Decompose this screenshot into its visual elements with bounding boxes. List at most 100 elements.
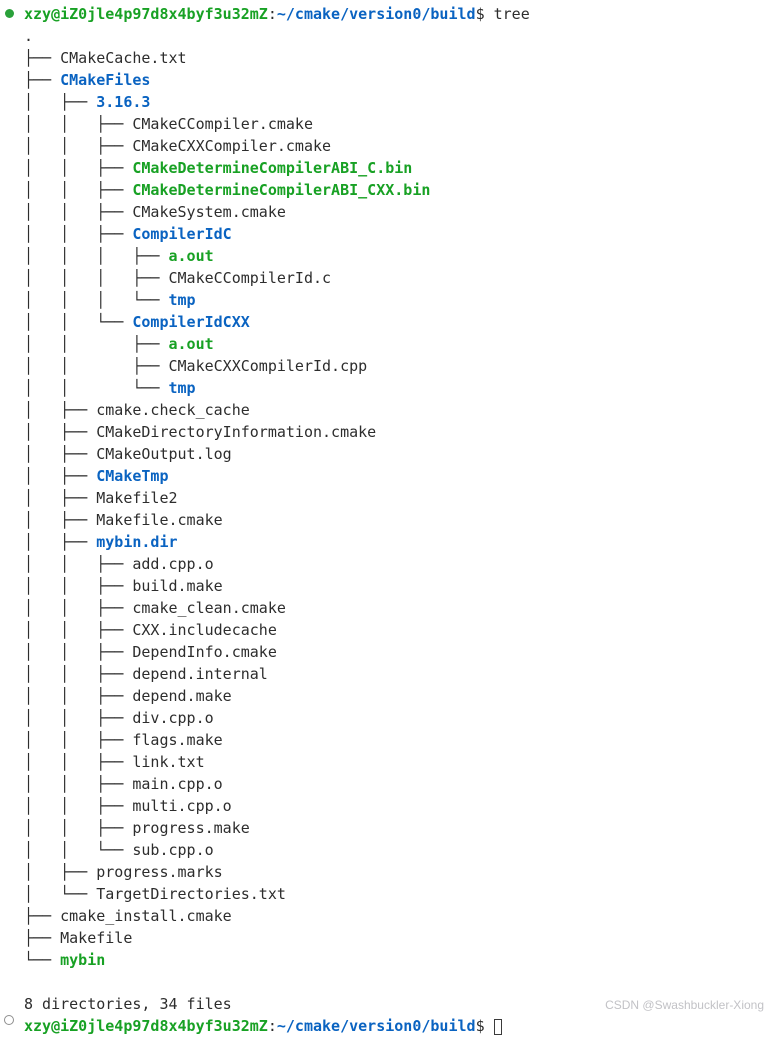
tree-entry: │ ├── progress.marks xyxy=(24,861,772,883)
tree-entry: │ │ ├── CMakeDetermineCompilerABI_CXX.bi… xyxy=(24,179,772,201)
tree-entry: │ ├── CMakeTmp xyxy=(24,465,772,487)
tree-branch-prefix: │ │ ├── xyxy=(24,687,133,705)
executable-name: a.out xyxy=(168,335,214,353)
tree-branch-prefix: │ │ ├── xyxy=(24,203,133,221)
tree-branch-prefix: │ │ │ ├── xyxy=(24,269,169,287)
tree-branch-prefix: │ ├── xyxy=(24,489,97,507)
tree-entry: │ │ │ ├── a.out xyxy=(24,245,772,267)
file-name: CMakeDirectoryInformation.cmake xyxy=(96,423,377,441)
file-name: div.cpp.o xyxy=(132,709,214,727)
tree-entry: │ │ ├── multi.cpp.o xyxy=(24,795,772,817)
tree-entry: │ ├── CMakeOutput.log xyxy=(24,443,772,465)
tree-branch-prefix: │ │ ├── xyxy=(24,819,133,837)
tree-branch-prefix: │ │ ├── xyxy=(24,621,133,639)
file-name: CMakeCXXCompiler.cmake xyxy=(132,137,332,155)
file-name: add.cpp.o xyxy=(132,555,214,573)
tree-branch-prefix: │ │ ├── xyxy=(24,665,133,683)
command-pending-decoration-icon xyxy=(4,1015,14,1025)
tree-branch-prefix: │ ├── xyxy=(24,511,97,529)
tree-entry: ├── CMakeFiles xyxy=(24,69,772,91)
directory-name: mybin.dir xyxy=(96,533,178,551)
tree-branch-prefix: │ │ │ ├── xyxy=(24,247,169,265)
tree-summary: 8 directories, 34 files xyxy=(24,995,232,1013)
tree-entry: │ │ └── tmp xyxy=(24,377,772,399)
directory-name: CompilerIdC xyxy=(132,225,232,243)
prompt-symbol: $ xyxy=(475,5,485,23)
file-name: sub.cpp.o xyxy=(132,841,214,859)
tree-entry: │ │ ├── build.make xyxy=(24,575,772,597)
prompt-separator: : xyxy=(267,1017,277,1035)
file-name: multi.cpp.o xyxy=(132,797,232,815)
tree-entry: │ ├── CMakeDirectoryInformation.cmake xyxy=(24,421,772,443)
prompt-line-bottom: xzy@iZ0jle4p97d8x4byf3u32mZ:~/cmake/vers… xyxy=(24,1015,772,1037)
tree-entry: ├── Makefile xyxy=(24,927,772,949)
tree-output: ├── CMakeCache.txt├── CMakeFiles│ ├── 3.… xyxy=(24,47,772,971)
tree-branch-prefix: │ │ ├── xyxy=(24,775,133,793)
tree-entry: │ ├── Makefile.cmake xyxy=(24,509,772,531)
terminal-content: xzy@iZ0jle4p97d8x4byf3u32mZ:~/cmake/vers… xyxy=(24,3,772,1037)
executable-name: CMakeDetermineCompilerABI_C.bin xyxy=(132,159,413,177)
prompt-path: ~/cmake/version0/build xyxy=(276,1017,476,1035)
tree-entry: │ │ ├── CMakeCXXCompilerId.cpp xyxy=(24,355,772,377)
directory-name: tmp xyxy=(168,291,196,309)
tree-branch-prefix: │ │ ├── xyxy=(24,335,169,353)
tree-entry: │ │ ├── a.out xyxy=(24,333,772,355)
directory-name: CMakeFiles xyxy=(60,71,151,89)
tree-entry: ├── CMakeCache.txt xyxy=(24,47,772,69)
tree-entry: │ ├── mybin.dir xyxy=(24,531,772,553)
file-name: CMakeSystem.cmake xyxy=(132,203,286,221)
prompt-path: ~/cmake/version0/build xyxy=(276,5,476,23)
tree-branch-prefix: │ │ └── xyxy=(24,313,133,331)
file-name: DependInfo.cmake xyxy=(132,643,277,661)
tree-entry: │ │ ├── link.txt xyxy=(24,751,772,773)
tree-branch-prefix: ├── xyxy=(24,929,61,947)
tree-entry: │ │ │ ├── CMakeCCompilerId.c xyxy=(24,267,772,289)
file-name: CMakeCCompiler.cmake xyxy=(132,115,313,133)
tree-entry: │ │ ├── CMakeCCompiler.cmake xyxy=(24,113,772,135)
tree-branch-prefix: │ │ ├── xyxy=(24,753,133,771)
file-name: main.cpp.o xyxy=(132,775,223,793)
tree-branch-prefix: │ └── xyxy=(24,885,97,903)
tree-branch-prefix: │ ├── xyxy=(24,423,97,441)
directory-name: 3.16.3 xyxy=(96,93,151,111)
file-name: CXX.includecache xyxy=(132,621,277,639)
tree-branch-prefix: │ ├── xyxy=(24,467,97,485)
tree-entry: │ │ ├── DependInfo.cmake xyxy=(24,641,772,663)
directory-name: tmp xyxy=(168,379,196,397)
tree-entry: │ │ └── CompilerIdCXX xyxy=(24,311,772,333)
tree-branch-prefix: │ ├── xyxy=(24,445,97,463)
tree-entry: │ │ ├── main.cpp.o xyxy=(24,773,772,795)
tree-entry: └── mybin xyxy=(24,949,772,971)
file-name: CMakeCXXCompilerId.cpp xyxy=(168,357,368,375)
directory-name: CompilerIdCXX xyxy=(132,313,250,331)
file-name: Makefile xyxy=(60,929,133,947)
command-success-decoration-icon xyxy=(5,9,14,18)
file-name: cmake_install.cmake xyxy=(60,907,232,925)
tree-entry: │ │ ├── CXX.includecache xyxy=(24,619,772,641)
tree-branch-prefix: │ │ ├── xyxy=(24,731,133,749)
file-name: depend.internal xyxy=(132,665,268,683)
blank-line xyxy=(24,971,772,993)
tree-branch-prefix: └── xyxy=(24,951,61,969)
file-name: cmake_clean.cmake xyxy=(132,599,286,617)
tree-entry: │ │ ├── CMakeCXXCompiler.cmake xyxy=(24,135,772,157)
tree-entry: │ │ ├── flags.make xyxy=(24,729,772,751)
file-name: build.make xyxy=(132,577,223,595)
tree-branch-prefix: │ │ └── xyxy=(24,841,133,859)
tree-branch-prefix: │ │ ├── xyxy=(24,599,133,617)
tree-entry: │ │ ├── CMakeSystem.cmake xyxy=(24,201,772,223)
tree-entry: │ ├── cmake.check_cache xyxy=(24,399,772,421)
tree-entry: │ │ ├── CompilerIdC xyxy=(24,223,772,245)
tree-branch-prefix: │ │ ├── xyxy=(24,181,133,199)
tree-branch-prefix: │ ├── xyxy=(24,401,97,419)
tree-entry: │ │ │ └── tmp xyxy=(24,289,772,311)
command-text: tree xyxy=(484,5,530,23)
tree-branch-prefix: │ │ ├── xyxy=(24,159,133,177)
tree-entry: │ │ ├── CMakeDetermineCompilerABI_C.bin xyxy=(24,157,772,179)
tree-entry: │ │ ├── cmake_clean.cmake xyxy=(24,597,772,619)
tree-branch-prefix: ├── xyxy=(24,49,61,67)
tree-entry: │ │ └── sub.cpp.o xyxy=(24,839,772,861)
tree-entry: │ │ ├── depend.make xyxy=(24,685,772,707)
tree-entry: │ │ ├── add.cpp.o xyxy=(24,553,772,575)
